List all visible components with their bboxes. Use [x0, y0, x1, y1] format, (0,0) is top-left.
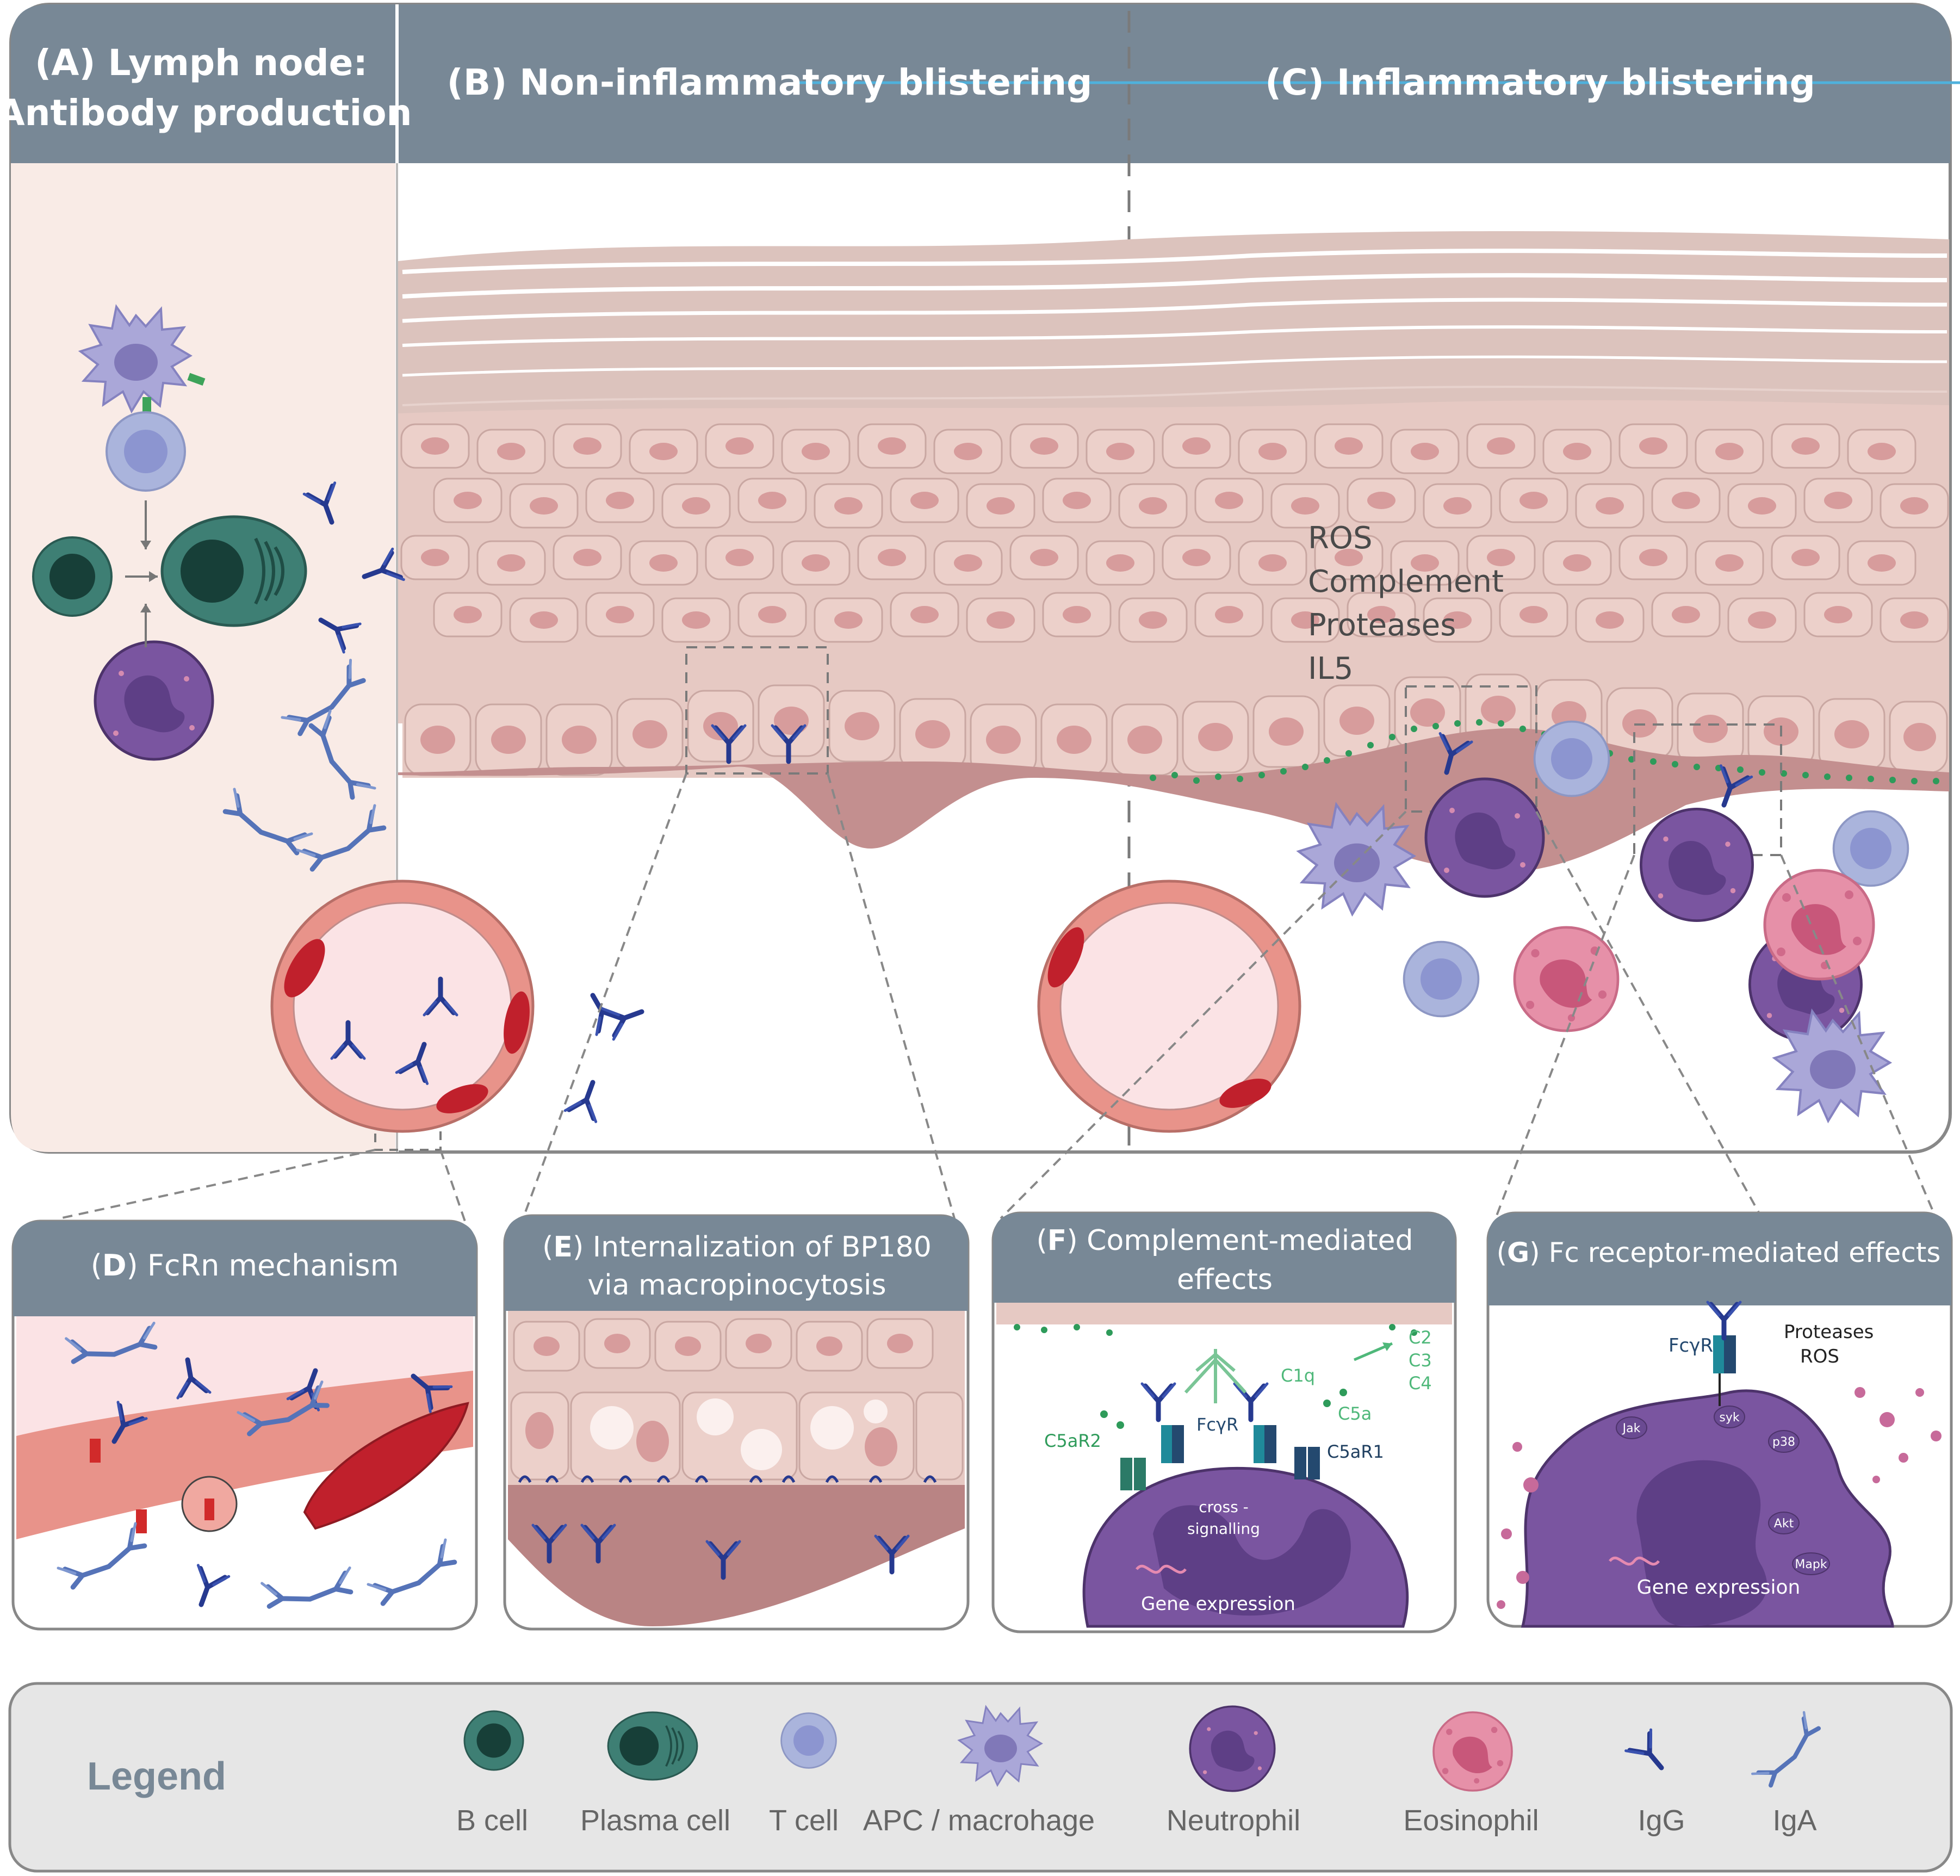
- zoom-box-e: [685, 646, 829, 775]
- label-gene-g: Gene expression: [1637, 1576, 1801, 1599]
- legend-title: Legend: [87, 1755, 226, 1798]
- label-cross-1: cross -: [1199, 1498, 1249, 1516]
- inset-e-title-1: (E) Internalization of BP180: [542, 1231, 932, 1264]
- label-c5a: C5a: [1338, 1403, 1372, 1424]
- mediator-proteases: Proteases: [1308, 608, 1456, 643]
- label-c2: C2: [1409, 1327, 1432, 1348]
- lymph-node-area: [11, 163, 397, 1152]
- legend-tcell-icon: [780, 1712, 837, 1769]
- legend-eosinophil-icon: [1432, 1711, 1513, 1792]
- label-c5ar2: C5aR2: [1044, 1431, 1101, 1451]
- legend-plasma-icon: [607, 1711, 698, 1781]
- legend-label-iga: IgA: [1772, 1804, 1816, 1837]
- vessel-b: [272, 881, 534, 1131]
- label-cross-2: signalling: [1187, 1520, 1260, 1538]
- stratum-corneum: [398, 231, 1949, 430]
- legend-label-neutrophil: Neutrophil: [1167, 1804, 1300, 1837]
- label-c4: C4: [1409, 1373, 1432, 1394]
- mediator-ros: ROS: [1308, 521, 1373, 556]
- legend-label-eosinophil: Eosinophil: [1403, 1804, 1539, 1837]
- inset-e: (E) Internalization of BP180 via macropi…: [503, 1214, 970, 1631]
- label-syk: syk: [1719, 1411, 1739, 1425]
- inset-g-title: (G) Fc receptor-mediated effects: [1497, 1237, 1941, 1268]
- panel-a-cells: [32, 306, 404, 871]
- inset-e-title-2: via macropinocytosis: [587, 1269, 886, 1302]
- label-ros-g: ROS: [1800, 1346, 1839, 1367]
- label-jak: Jak: [1622, 1422, 1641, 1435]
- panel-a-title-2: Antibody production: [0, 92, 412, 134]
- legend-label-bcell: B cell: [456, 1804, 528, 1837]
- mediator-list: ROS Complement Proteases IL5: [1308, 521, 1504, 686]
- zoom-box-g: [1633, 723, 1782, 856]
- label-p38: p38: [1772, 1435, 1795, 1449]
- legend-label-plasma: Plasma cell: [580, 1804, 730, 1837]
- label-c1q: C1q: [1281, 1365, 1315, 1386]
- legend-label-igg: IgG: [1638, 1804, 1685, 1837]
- inset-d-title: (D) FcRn mechanism: [91, 1248, 399, 1283]
- inset-f: (F) Complement-mediated effects C2 C3 C4…: [991, 1211, 1457, 1633]
- label-mapk: Mapk: [1795, 1558, 1827, 1571]
- epidermis: [398, 400, 1949, 778]
- panel-a-title-1: (A) Lymph node:: [35, 42, 368, 84]
- panel-c-title: (C) Inflammatory blistering: [1265, 61, 1815, 103]
- legend-bcell-icon: [463, 1710, 524, 1771]
- label-c3: C3: [1409, 1350, 1432, 1371]
- mediator-complement: Complement: [1308, 564, 1504, 599]
- inset-f-title-1: (F) Complement-mediated: [1037, 1224, 1413, 1257]
- inset-d: (D) FcRn mechanism: [11, 1219, 478, 1631]
- vessel-c: [1039, 881, 1300, 1131]
- legend: Legend B cell Plasma cell T cell APC / m…: [8, 1682, 1953, 1873]
- label-fcgr-g: FcγR: [1669, 1335, 1713, 1357]
- legend-neutrophil-icon: [1189, 1705, 1276, 1792]
- inset-f-title-2: effects: [1177, 1264, 1273, 1296]
- inset-connectors: [59, 773, 1937, 1230]
- panel-b-title: (B) Non-inflammatory blistering: [447, 61, 1093, 103]
- label-gene-f: Gene expression: [1141, 1593, 1295, 1615]
- label-proteases-g: Proteases: [1784, 1321, 1874, 1343]
- label-akt: Akt: [1774, 1517, 1794, 1531]
- label-fcgr-f: FcγR: [1196, 1414, 1238, 1435]
- label-c5ar1: C5aR1: [1327, 1441, 1384, 1462]
- legend-label-apc: APC / macrohage: [863, 1804, 1095, 1837]
- inset-g: (G) Fc receptor-mediated effects syk Jak…: [1486, 1211, 1953, 1628]
- mediator-il5: IL5: [1308, 651, 1353, 686]
- legend-label-tcell: T cell: [769, 1804, 839, 1837]
